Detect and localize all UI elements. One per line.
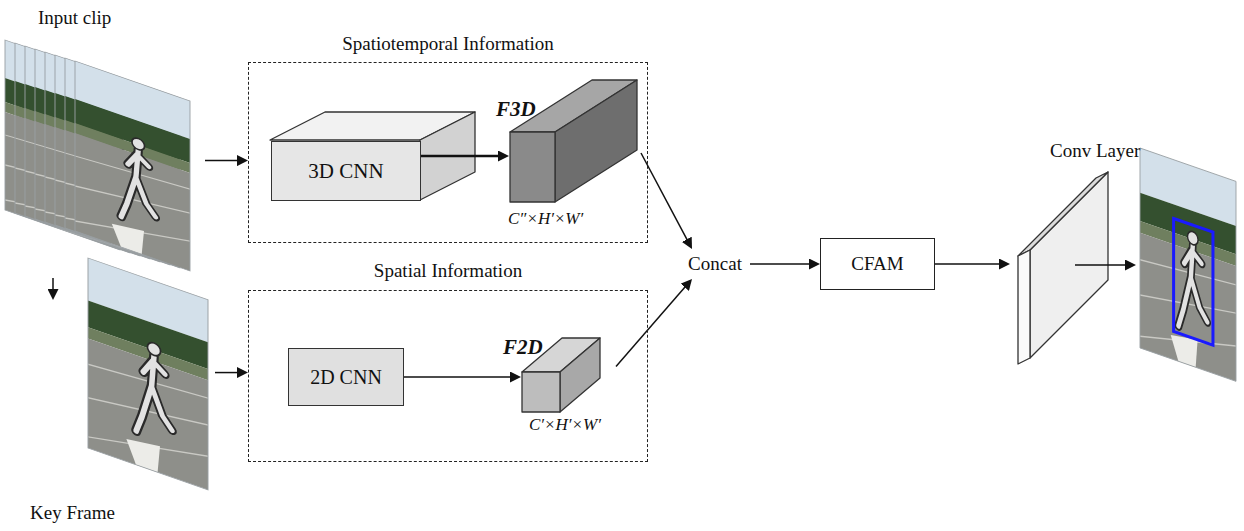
conv-plate (1018, 172, 1108, 364)
connector-arrow (935, 263, 1004, 265)
connector-arrow (421, 155, 503, 158)
feature-tensor: F3D C″×H′×W′ (496, 77, 641, 229)
process-box: 2D CNN (288, 348, 404, 406)
clip-label: Input clip (38, 7, 111, 29)
clip-frames (5, 40, 190, 271)
tensor-2d (560, 338, 600, 412)
key-frame: Key Frame (25, 300, 215, 530)
clip-frames (75, 61, 190, 271)
tensor-dims: C′×H′×W′ (529, 415, 601, 435)
layer-label: Conv Layer (1050, 140, 1140, 162)
connector-arrow (616, 284, 688, 367)
output-frame (1174, 218, 1213, 345)
connector-arrow (205, 160, 242, 162)
conv-plate (1018, 172, 1108, 256)
tensor-name: F2D (503, 335, 543, 359)
conv-layer: Conv Layer (1010, 138, 1160, 362)
tensor-dims: C″×H′×W′ (508, 209, 583, 229)
conv-plate (1018, 250, 1030, 364)
tensor-3d (510, 132, 555, 202)
tensor-2d (522, 372, 560, 412)
output-arrow (1075, 264, 1130, 266)
group-title: Spatiotemporal Information (249, 33, 647, 55)
operation-label: Concat (688, 253, 742, 275)
group-box: 3D CNNF3DC″×H′×W′Spatiotemporal Informat… (248, 62, 648, 243)
output-frame (1140, 148, 1236, 381)
tensor-name: F3D (496, 97, 536, 121)
key-frame-image (88, 258, 208, 490)
frame-label: Key Frame (30, 502, 115, 524)
connector-arrow (404, 376, 515, 378)
output-frame (1140, 148, 1236, 381)
connector-arrow (52, 278, 54, 294)
process-box: 3D CNN (271, 141, 421, 201)
box-label: 3D CNN (308, 159, 383, 183)
group-title: Spatial Information (249, 260, 647, 282)
concat-node: Concat (680, 249, 750, 279)
feature-tensor: F2D C′×H′×W′ (501, 329, 616, 436)
group-box: 2D CNNF2DC′×H′×W′Spatial Information (248, 290, 648, 462)
input-clip: Input clip (5, 5, 205, 278)
tensor-3d (555, 80, 637, 202)
module-box: CFAM (820, 238, 935, 290)
key-frame-image (88, 258, 208, 490)
connector-arrow (215, 372, 242, 374)
connector-arrow (750, 263, 814, 265)
box-label: 2D CNN (310, 366, 382, 389)
connector-arrow (641, 153, 689, 244)
box-label: CFAM (851, 253, 903, 275)
